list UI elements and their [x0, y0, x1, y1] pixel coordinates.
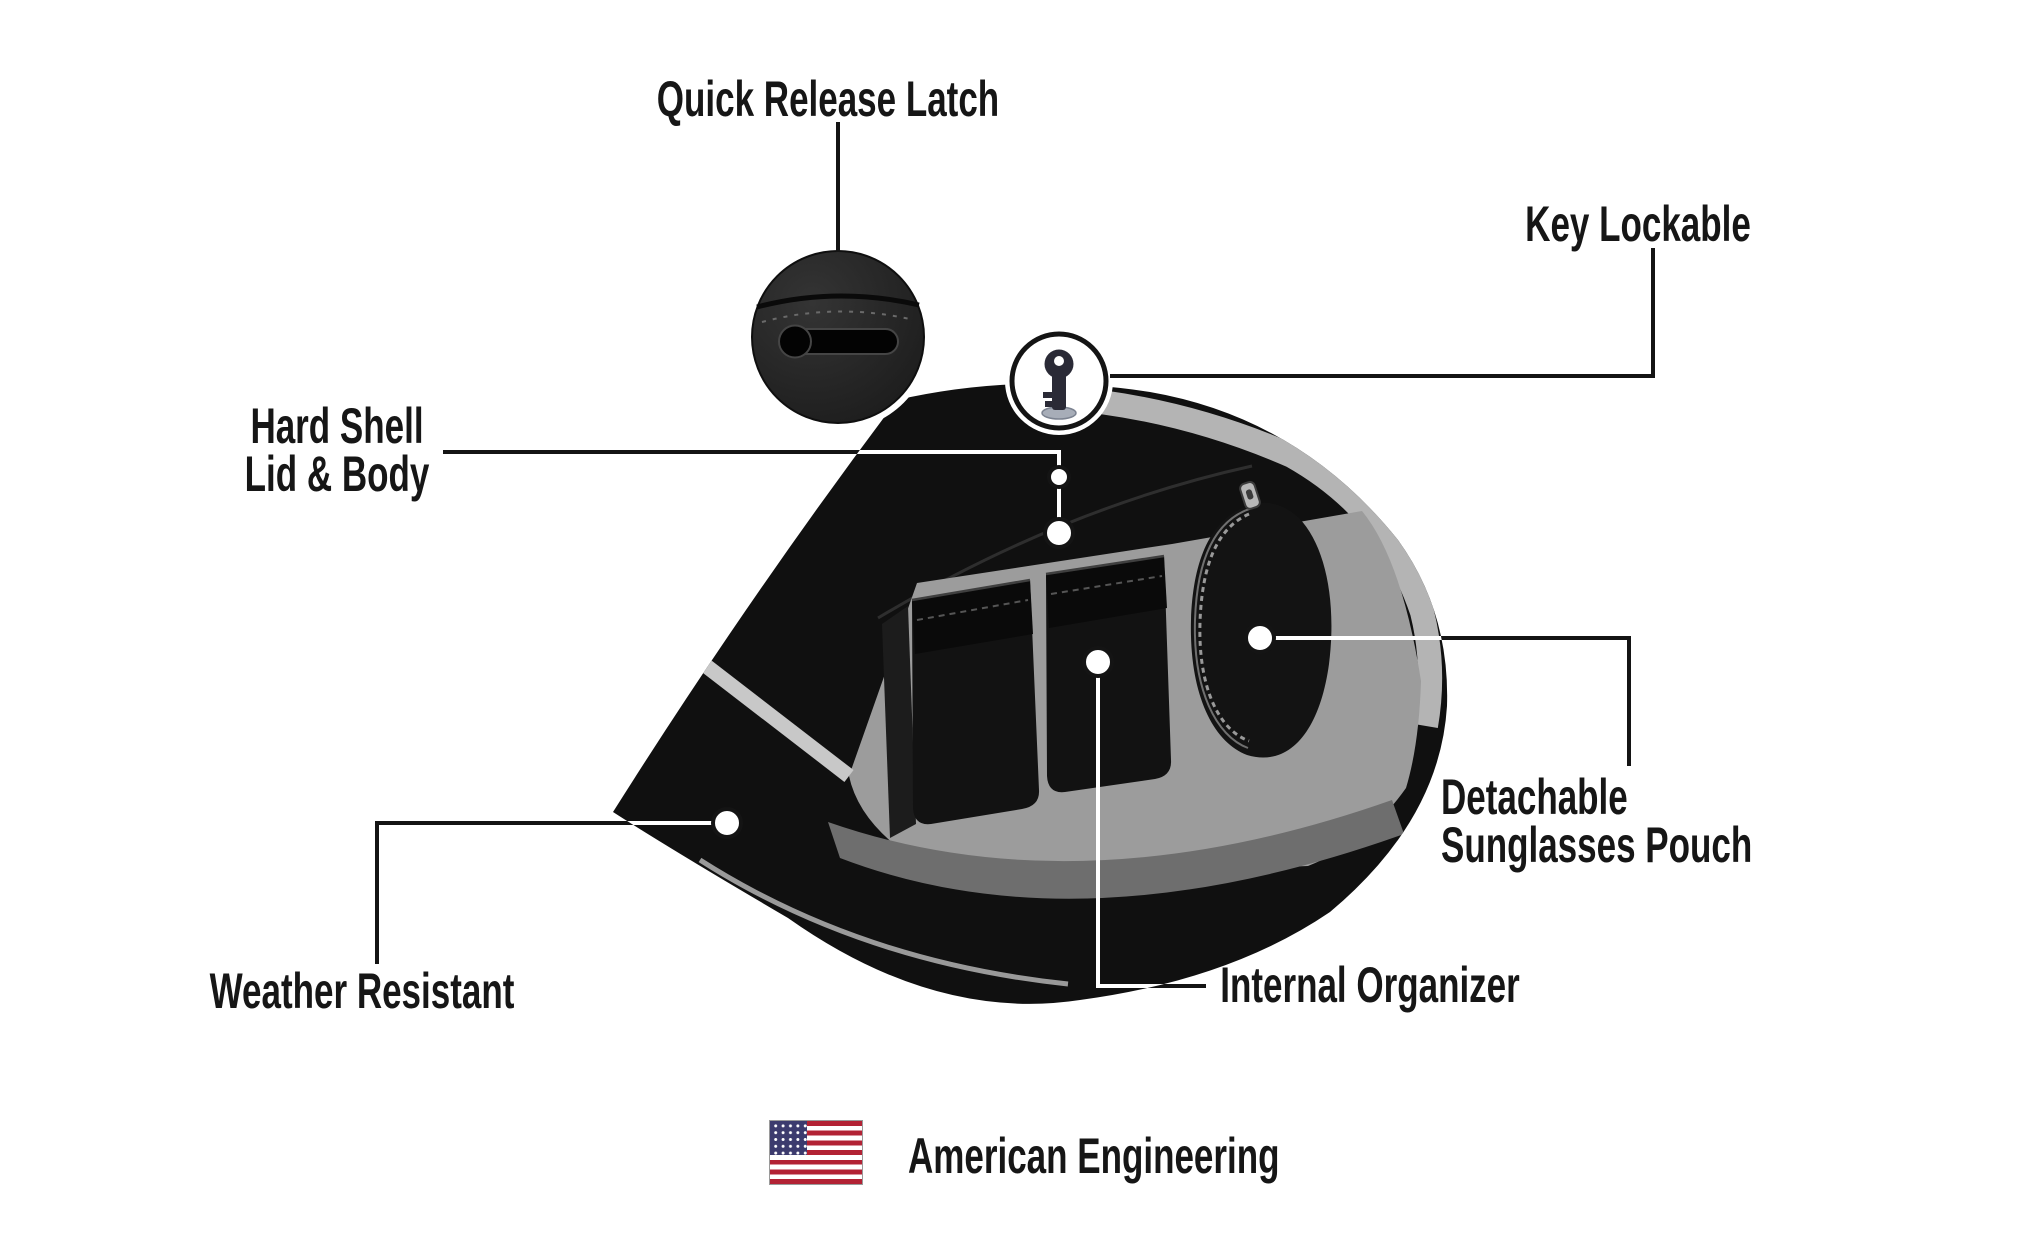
quick-release-latch-detail — [745, 244, 931, 430]
lid-edge-stripe — [687, 649, 854, 782]
latch-icon — [778, 324, 899, 359]
internal-organizer-pockets — [882, 554, 1172, 838]
callout-label-weather-resistant: Weather Resistant — [209, 963, 515, 1019]
pouch-zipper — [1193, 507, 1253, 749]
callout-label-hard-shell: Hard Shell Lid & Body — [244, 398, 430, 502]
callout-label-quick-release-latch: Quick Release Latch — [656, 71, 1000, 127]
key-lock-icon — [1005, 327, 1113, 435]
lid-marker-dot — [1047, 465, 1071, 489]
saddlebag — [613, 383, 1448, 1004]
detachable-pouch-line1: Detachable — [1441, 769, 1628, 825]
callout-label-key-lockable: Key Lockable — [1525, 196, 1751, 252]
hard-shell-line2: Lid & Body — [244, 446, 430, 502]
us-flag-canton — [770, 1121, 807, 1155]
interior-bottom-stripe — [828, 800, 1404, 899]
hard-shell-line1: Hard Shell — [250, 398, 424, 454]
weather-resistant-callout-line — [375, 821, 712, 964]
weather-marker-dot — [711, 807, 743, 839]
callout-label-detachable-pouch: Detachable Sunglasses Pouch — [1441, 769, 1753, 873]
organizer-marker-dot — [1082, 646, 1114, 678]
us-flag-icon — [769, 1120, 863, 1185]
body-marker-dot — [1043, 517, 1075, 549]
key-lockable-callout-line — [1110, 248, 1655, 378]
detachable-pouch-line2: Sunglasses Pouch — [1441, 817, 1753, 873]
shell-inner-rim — [1061, 386, 1443, 729]
marker-dots — [711, 465, 1276, 839]
bottom-shell-highlight — [698, 857, 1069, 987]
footer-tagline: American Engineering — [908, 1128, 1280, 1184]
zipper-pull-icon — [1239, 481, 1261, 510]
pouch-marker-dot — [1244, 622, 1276, 654]
callout-label-internal-organizer: Internal Organizer — [1220, 957, 1520, 1013]
